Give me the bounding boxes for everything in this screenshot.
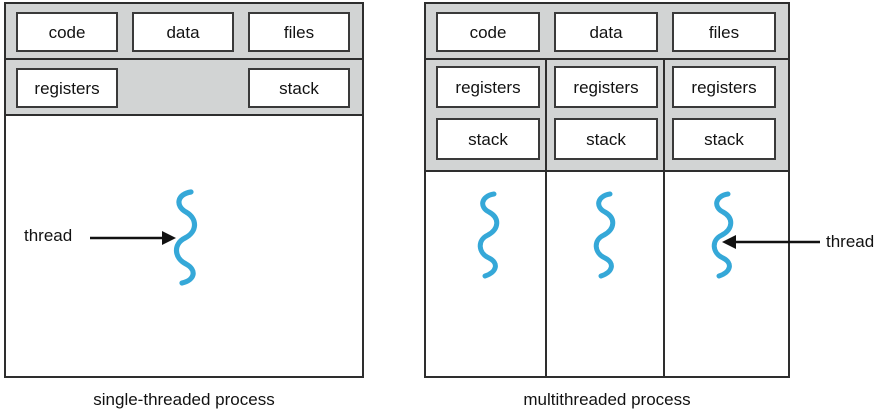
thread-cell-stack-label: stack (279, 78, 319, 98)
shared-resources-band-multi: code data files (426, 4, 788, 60)
caption-multithreaded: multithreaded process (523, 390, 691, 409)
thread-resources-band-single: registers stack (6, 60, 362, 116)
shared-resources-band-single: code data files (6, 4, 362, 60)
shared-cell-code-label: code (48, 22, 86, 42)
shared-cell-code: code (436, 12, 540, 52)
thread-column-2-stack: stack (554, 118, 658, 160)
shared-cell-files: files (248, 12, 350, 52)
thread-column-1-registers: registers (436, 66, 540, 108)
shared-cell-code-label: code (469, 22, 507, 42)
thread-column-1-stack: stack (436, 118, 540, 160)
shared-cell-files-label: files (283, 22, 315, 42)
multithreaded-process-diagram: code data files registers stack register… (424, 2, 790, 378)
squiggle-icon (477, 191, 500, 279)
arrow-right-icon (90, 231, 176, 245)
shared-cell-data-label: data (166, 22, 200, 42)
thread-column-2-registers: registers (554, 66, 658, 108)
caption-single-threaded: single-threaded process (93, 390, 275, 409)
thread-column-3-registers: registers (672, 66, 776, 108)
column-divider-3 (545, 172, 547, 376)
thread-cell-stack: stack (248, 68, 350, 108)
column-divider-1 (545, 60, 547, 172)
thread-column-2-stack-label: stack (586, 129, 626, 149)
thread-label-left: thread (24, 226, 73, 245)
single-threaded-process-diagram: code data files registers stack thread (4, 2, 364, 378)
thread-cell-registers: registers (16, 68, 118, 108)
shared-cell-files-label: files (708, 22, 740, 42)
thread-area-multi (426, 172, 788, 376)
squiggle-icon (593, 191, 616, 279)
thread-column-3-stack-label: stack (704, 129, 744, 149)
thread-area-single: thread (6, 116, 362, 376)
thread-column-1-registers-label: registers (455, 77, 521, 97)
shared-cell-data: data (554, 12, 658, 52)
thread-column-3-stack: stack (672, 118, 776, 160)
thread-label-right: thread (826, 232, 875, 251)
shared-cell-files: files (672, 12, 776, 52)
thread-column-2-registers-label: registers (573, 77, 639, 97)
shared-cell-code: code (16, 12, 118, 52)
shared-cell-data: data (132, 12, 234, 52)
thread-resources-band-multi: registers stack registers stack register… (426, 60, 788, 172)
thread-cell-registers-label: registers (34, 78, 100, 98)
squiggle-icon (711, 191, 734, 279)
thread-column-3-registers-label: registers (691, 77, 757, 97)
arrow-left-icon (722, 235, 820, 249)
squiggle-icon (173, 189, 198, 286)
thread-column-1-stack-label: stack (468, 129, 508, 149)
shared-cell-data-label: data (589, 22, 623, 42)
column-divider-2 (663, 60, 665, 172)
column-divider-4 (663, 172, 665, 376)
